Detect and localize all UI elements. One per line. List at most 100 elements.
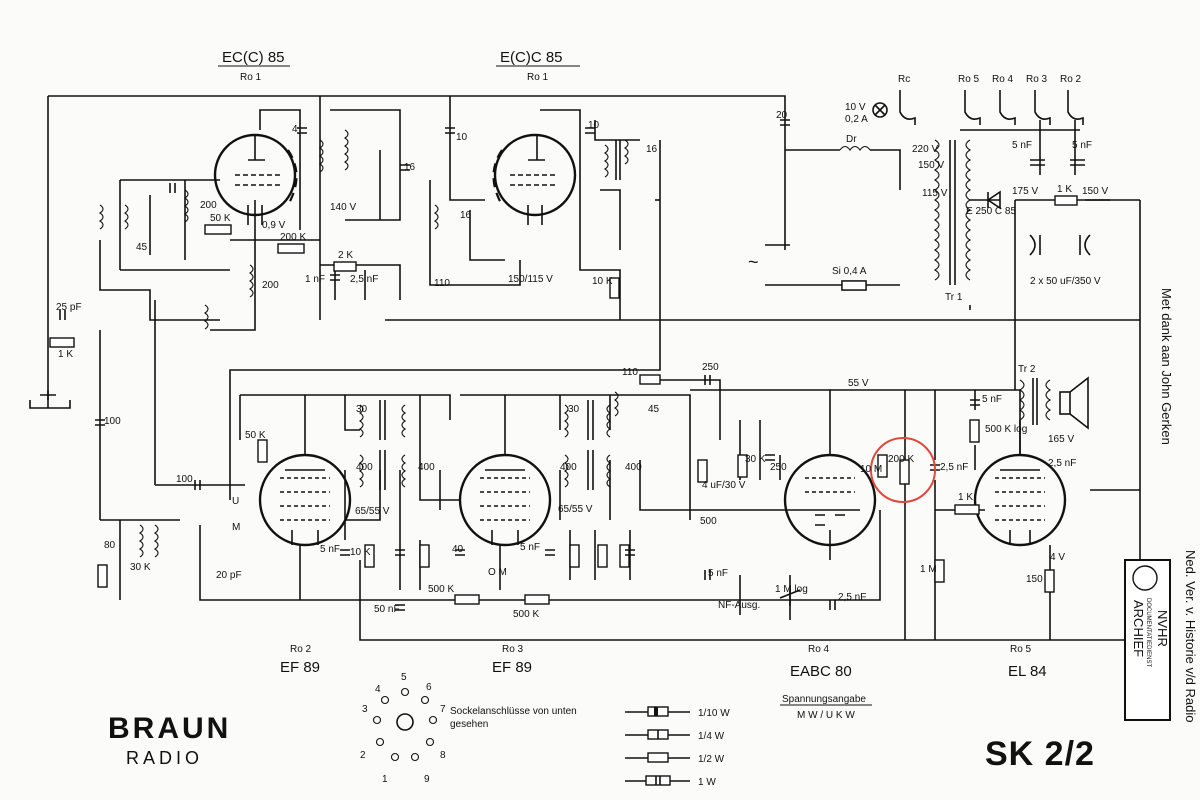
component-labels: 20 4 10 10 16 16 16 45 45 140 V 50 K 0,9… [56,110,1076,620]
label-choke: Dr [846,134,857,145]
tube-ro1a-type: EC(C) 85 [222,49,285,66]
wiring [47,95,1141,641]
voltage-note: Spannungsangabe M W / U K W [780,694,872,721]
label-c400a: 400 [356,462,373,473]
label-r10k2: 10 K [350,547,371,558]
label-c25pf: 25 pF [56,302,82,313]
power-transformer-tr1 [839,139,972,285]
label-r30k2: 30 K [745,454,766,465]
tube-ro3-type: EF 89 [492,659,532,676]
legend-rating-1-10w: 1/10 W [698,708,730,719]
socket-pin-4: 4 [375,684,381,695]
label-nf-ausg: NF-Ausg. [718,600,760,611]
credit-note: Met dank aan John Gerken [1159,288,1174,445]
label-r2k: 2 K [338,250,353,261]
label-r500k-log: 500 K log [985,424,1027,435]
label-0-9v: 0,9 V [262,220,286,231]
label-150-115v: 150/115 V [508,274,553,285]
legend-rating-1w: 1 W [698,777,716,788]
tube-ro5-type: EL 84 [1008,663,1047,680]
voltage-note-title: Spannungsangabe [782,694,866,705]
label-c80: 80 [104,540,116,551]
output-transformer-tr2 [1018,378,1052,425]
label-c2-5nf-c: 2,5 nF [1048,458,1076,469]
label-150v-tap: 150 V [918,160,944,171]
label-c250b: 250 [770,462,787,473]
label-r500k-b: 500 K [513,609,539,620]
tube-ro1b-ref: Ro 1 [527,72,549,83]
label-c16c: 16 [460,210,472,221]
pilot-lamp [872,102,888,118]
label-c20pf: 20 pF [216,570,242,581]
if-transformers [99,129,629,558]
capacitors [59,119,1091,611]
label-switch-ro4: Ro 4 [992,74,1014,85]
tube-ro1b [492,133,577,225]
tube-ro2 [258,453,352,547]
label-c4uf: 4 uF/30 V [702,480,746,491]
label-om: O M [488,567,507,578]
model-number: SK 2/2 [985,735,1095,773]
label-c20: 20 [776,110,788,121]
label-switch-rc: Rc [898,74,910,85]
label-c10b: 10 [588,120,600,131]
label-c16a: 16 [404,162,416,173]
label-r30k: 30 K [130,562,151,573]
label-cap-5nf-a: 5 nF [1012,140,1032,151]
tube-ro1a [213,133,298,225]
label-tr2: Tr 2 [1018,364,1036,375]
label-65-55v-b: 65/55 V [558,504,593,515]
tube-ro5-ref: Ro 5 [1010,644,1032,655]
socket-pin-2: 2 [360,750,366,761]
label-c100b: 100 [176,474,193,485]
label-switch-ro5: Ro 5 [958,74,980,85]
stamp-title: ARCHIEF [1131,600,1146,657]
label-c250a: 250 [702,362,719,373]
highlight-circle [870,437,936,503]
label-switch-u: U [232,496,239,507]
label-c40: 40 [452,544,464,555]
socket-diagram: 1 2 3 4 5 6 7 8 9 Sockelanschlüsse von u… [360,672,577,785]
brand-block: BRAUN RADIO [108,712,231,768]
socket-pin-7: 7 [440,704,446,715]
stamp-line: DOCUMENTATIEDIENST [1145,598,1151,667]
band-switches [899,90,1084,125]
label-c100: 100 [104,416,121,427]
label-65-55v-a: 65/55 V [355,506,390,517]
brand-name: BRAUN [108,712,231,745]
socket-pin-5: 5 [401,672,407,683]
socket-pin-3: 3 [362,704,368,715]
label-c400d: 400 [625,462,642,473]
label-c110: 110 [434,278,450,289]
label-c50nf: 50 nF [374,604,400,615]
label-c10a: 10 [456,132,468,143]
label-mains: ~ [748,252,759,272]
tube-ro2-type: EF 89 [280,659,320,676]
label-r500k-a: 500 K [428,584,454,595]
socket-pin-8: 8 [440,750,446,761]
volume-pot [779,589,801,606]
wattage-legend: 1/10 W 1/4 W 1/2 W 1 W [625,706,730,788]
stamp-org: NVHR [1155,610,1170,647]
label-c5nf-d: 5 nF [708,568,728,579]
label-r50k2: 50 K [245,430,266,441]
tube-ro5 [973,453,1067,547]
tube-ro1a-ref: Ro 1 [240,72,262,83]
resistors [49,195,1078,605]
label-220v: 220 V [912,144,938,155]
tube-titles: EC(C) 85 Ro 1 E(C)C 85 Ro 1 Ro 2 EF 89 R… [218,49,1047,680]
label-switch-ro3: Ro 3 [1026,74,1048,85]
label-r200a: 200 [262,280,279,291]
label-c2-5nf-d: 2,5 nF [838,592,866,603]
label-r200k2: 200 K [888,454,914,465]
antenna-symbol [29,390,71,409]
legend-rating-1-2w: 1/2 W [698,754,725,765]
label-tr1: Tr 1 [945,292,963,303]
brand-sub: RADIO [126,748,203,768]
label-c30b: 30 [568,404,580,415]
label-c400c: 400 [560,462,577,473]
tube-ro3-ref: Ro 3 [502,644,524,655]
label-switch-ro2: Ro 2 [1060,74,1082,85]
label-c16b: 16 [646,144,658,155]
